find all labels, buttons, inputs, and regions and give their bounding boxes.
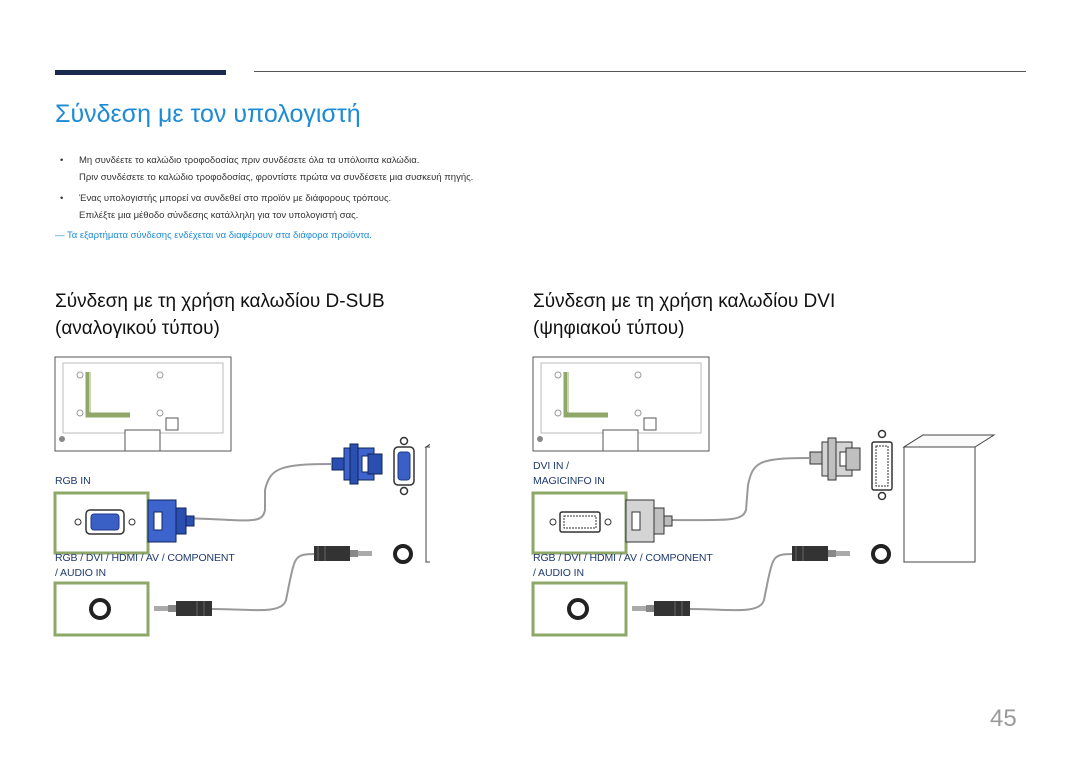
dvi-connector-icon xyxy=(809,437,861,481)
audio-jack-icon xyxy=(154,601,212,616)
audio-in-port-highlight xyxy=(531,581,628,637)
page-title: Σύνδεση με τον υπολογιστή xyxy=(55,100,361,128)
dvi-connector-icon xyxy=(625,499,673,543)
section-heading-line: Σύνδεση με τη χρήση καλωδίου DVI xyxy=(533,291,836,312)
dvi-in-label: DVI IN / MAGICINFO IN xyxy=(533,459,605,489)
dsub-connection-diagram xyxy=(53,356,430,637)
bullet-text: Επιλέξτε μια μέθοδο σύνδεσης κατάλληλη γ… xyxy=(79,210,359,221)
dvi-connection-diagram xyxy=(531,356,996,637)
dvi-in-label-line: MAGICINFO IN xyxy=(533,475,605,487)
rgb-in-label: RGB IN xyxy=(55,475,91,487)
audio-in-label-line: RGB / DVI / HDMI / AV / COMPONENT xyxy=(533,552,713,564)
section-heading-dsub: Σύνδεση με τη χρήση καλωδίου D-SUB (αναλ… xyxy=(55,288,385,342)
pc-tower-icon xyxy=(902,434,996,563)
bullet-text: Πριν συνδέσετε το καλώδιο τροφοδοσίας, φ… xyxy=(79,172,474,183)
section-heading-line: Σύνδεση με τη χρήση καλωδίου D-SUB xyxy=(55,291,385,312)
audio-in-label-line: RGB / DVI / HDMI / AV / COMPONENT xyxy=(55,552,235,564)
pc-tower-icon xyxy=(424,443,430,563)
pc-audio-port-icon xyxy=(393,544,413,564)
bullet-text: Ένας υπολογιστής μπορεί να συνδεθεί στο … xyxy=(79,193,392,204)
section-heading-line: (αναλογικού τύπου) xyxy=(55,318,220,339)
audio-in-port-highlight xyxy=(53,581,150,637)
audio-in-label: RGB / DVI / HDMI / AV / COMPONENT / AUDI… xyxy=(533,551,713,581)
note-text: ― Τα εξαρτήματα σύνδεσης ενδέχεται να δι… xyxy=(55,230,372,241)
pc-audio-port-icon xyxy=(871,544,891,564)
section-heading-line: (ψηφιακού τύπου) xyxy=(533,318,685,339)
bullet-text: Μη συνδέετε το καλώδιο τροφοδοσίας πριν … xyxy=(79,155,420,166)
pc-dvi-port-icon xyxy=(871,429,893,501)
audio-in-label: RGB / DVI / HDMI / AV / COMPONENT / AUDI… xyxy=(55,551,235,581)
section-heading-dvi: Σύνδεση με τη χρήση καλωδίου DVI (ψηφιακ… xyxy=(533,288,835,342)
audio-jack-icon xyxy=(792,546,850,561)
header-rule xyxy=(254,71,1026,72)
bullet-list: Μη συνδέετε το καλώδιο τροφοδοσίας πριν … xyxy=(60,152,680,228)
monitor-back-icon xyxy=(532,356,710,452)
page-number: 45 xyxy=(990,705,1017,732)
audio-in-label-line: / AUDIO IN xyxy=(533,567,584,579)
bullet-item: Μη συνδέετε το καλώδιο τροφοδοσίας πριν … xyxy=(60,152,680,186)
pc-vga-port-icon xyxy=(393,436,415,496)
rgb-in-port-icon xyxy=(74,509,136,535)
dvi-in-port-icon xyxy=(549,511,612,533)
audio-port-icon xyxy=(567,598,589,620)
bullet-item: Ένας υπολογιστής μπορεί να συνδεθεί στο … xyxy=(60,190,680,224)
vga-connector-icon xyxy=(147,499,195,543)
audio-jack-icon xyxy=(632,601,690,616)
vga-connector-icon xyxy=(331,443,383,485)
monitor-back-icon xyxy=(54,356,232,452)
dvi-in-label-line: DVI IN / xyxy=(533,460,569,472)
header-accent-bar xyxy=(55,70,226,75)
audio-port-icon xyxy=(89,598,111,620)
audio-in-label-line: / AUDIO IN xyxy=(55,567,106,579)
audio-jack-icon xyxy=(314,546,372,561)
